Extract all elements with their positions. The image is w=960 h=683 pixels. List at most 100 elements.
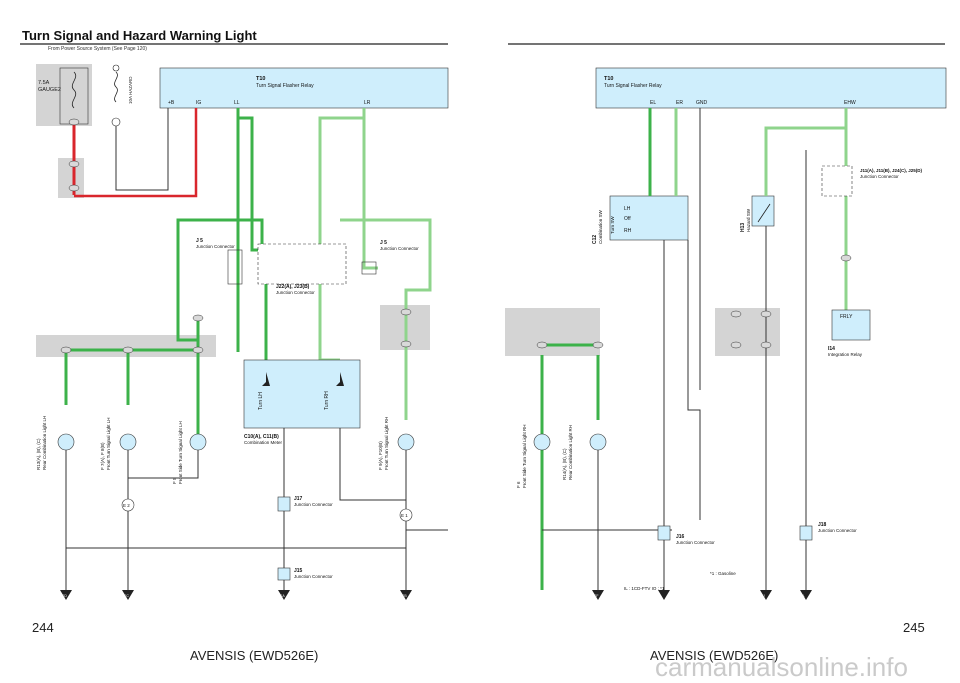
relay-right xyxy=(595,67,947,109)
fuse-name: GAUGE2 xyxy=(38,87,61,93)
relay-left xyxy=(159,67,449,109)
switch-h13-id: H13 xyxy=(740,223,746,232)
junction-j11-id: J11(A), J11(B), J24(C), J25(D) xyxy=(860,168,923,173)
page-number-right: 245 xyxy=(903,620,925,635)
switch-pos-lh: LH xyxy=(624,206,631,212)
relay-left-pin-ig: IG xyxy=(196,100,201,106)
lamp-f6-icon xyxy=(533,433,551,451)
footnote: *1 : Gasoline xyxy=(710,571,736,576)
page-title: Turn Signal and Hazard Warning Light xyxy=(22,28,257,43)
wire-white xyxy=(115,108,169,191)
junction-j5-name-right: Junction Connector xyxy=(380,246,419,251)
switch-c12-id: C12 xyxy=(592,235,598,244)
lamp-f5-id: F 5 xyxy=(172,477,177,484)
wire-lg-lr xyxy=(318,108,366,252)
ground-ef-label: EF xyxy=(594,594,598,598)
ground-node-e1 xyxy=(399,508,413,522)
junction-j16-name: Junction Connector xyxy=(676,540,715,545)
junction-j17-id: J17 xyxy=(294,496,303,502)
lamp-f5-icon xyxy=(189,433,207,451)
junction-j18 xyxy=(799,525,813,541)
ground-il-icon xyxy=(658,590,670,600)
wire-lg-rh-out xyxy=(340,218,432,420)
relay-right-id: T10 xyxy=(604,76,613,82)
ground-ea-label: EA xyxy=(280,594,285,598)
lamp-r14-icon xyxy=(589,433,607,451)
ground-ec-icon xyxy=(122,590,134,600)
switch-c12-name: Combination SW xyxy=(598,209,603,244)
relay-left-pin-lr: LR xyxy=(364,100,371,106)
junction-j5-right xyxy=(361,261,377,275)
combination-switch-c12 xyxy=(609,195,689,241)
lamp-f6-id: F 6 xyxy=(516,481,521,488)
relay-right-pin-er: ER xyxy=(676,100,683,106)
junction-j11 xyxy=(821,165,853,197)
model-label-left: AVENSIS (EWD526E) xyxy=(190,648,319,663)
ground-ij-label: IJ xyxy=(762,594,765,598)
wire-green-lh-out xyxy=(176,218,264,440)
shade-fuse xyxy=(36,64,92,126)
fuse-hazard-label: 10A HAZARD xyxy=(128,76,133,104)
combination-meter xyxy=(243,359,361,429)
footnote-ref: IL : 1CD-FTV IO : *1 xyxy=(624,586,665,591)
fuse-amps: 7.5A xyxy=(38,80,50,86)
shade-row-left xyxy=(36,335,216,357)
ground-il2-icon xyxy=(800,590,812,600)
relay-right-name: Turn Signal Flasher Relay xyxy=(604,83,662,89)
ground-node-e1-label: E 1 xyxy=(401,513,408,518)
source-note: From Power Source System (See Page 120) xyxy=(48,46,147,52)
relay-i14-name: Integration Relay xyxy=(828,352,863,357)
junction-j18-name: Junction Connector xyxy=(818,528,857,533)
junction-j15-id: J15 xyxy=(294,568,303,574)
lamp-f7-name: Front Turn Signal Light LH xyxy=(106,417,111,470)
lamp-f7-icon xyxy=(119,433,137,451)
lamp-r14-id: R14(A), (B), (C) xyxy=(562,448,567,480)
switch-pos-rh: RH xyxy=(624,228,632,234)
relay-i14-pin: FRLY xyxy=(840,314,853,320)
lamp-f9-name: Front Turn Signal Light RH xyxy=(384,417,389,470)
lamp-f9-icon xyxy=(397,433,415,451)
lamp-f6-name: Front Side Turn Signal Light RH xyxy=(522,424,527,488)
fuse-icon xyxy=(71,71,77,109)
watermark: carmanualsonline.info xyxy=(655,652,908,682)
ground-eb-icon xyxy=(400,590,412,600)
meter-rh-led-icon xyxy=(336,372,344,386)
relay-left-pin-b: +B xyxy=(168,100,175,106)
ground-node-e2 xyxy=(121,498,135,512)
lamp-f9-id: F 9(A), F10(B) xyxy=(378,441,383,470)
wire-red-ig xyxy=(74,108,198,198)
hazard-switch-icon xyxy=(757,203,771,223)
ground-ef-icon xyxy=(592,590,604,600)
relay-left-name: Turn Signal Flasher Relay xyxy=(256,83,314,89)
junction-j22-name: Junction Connector xyxy=(276,290,315,295)
junction-j22 xyxy=(257,243,347,285)
meter-id: C10(A), C11(B) xyxy=(244,434,279,440)
hazard-switch-h13 xyxy=(751,195,775,227)
relay-right-pin-gnd: GND xyxy=(696,100,708,106)
wire-green-ll xyxy=(236,108,262,252)
ground-node-e2-label: E 2 xyxy=(123,503,130,508)
lamp-f5-name: Front Side Turn Signal Light LH xyxy=(178,421,183,484)
switch-pos-off: Off xyxy=(624,216,631,222)
lamp-r13-id: R13(A), (B), (C) xyxy=(36,438,41,470)
lamp-f7-id: F 7(A), F 8(B) xyxy=(100,442,105,470)
ground-ij-icon xyxy=(760,590,772,600)
junction-j5-name-left: Junction Connector xyxy=(196,244,235,249)
junction-j11-name: Junction Connector xyxy=(860,174,899,179)
relay-left-id: T10 xyxy=(256,76,265,82)
ground-ed-label: ED xyxy=(62,594,67,598)
ground-ec-label: EC xyxy=(124,594,129,598)
junction-j5-id-left: J 5 xyxy=(196,238,203,244)
switch-h13-name: Hazard SW xyxy=(746,208,751,232)
junction-j5-id-right: J 5 xyxy=(380,240,387,246)
junction-j17 xyxy=(277,496,291,512)
ground-eb-label: EB xyxy=(402,594,407,598)
relay-right-pin-ehw: EHW xyxy=(844,100,856,106)
ground-il-label: IL xyxy=(802,594,805,598)
fuse-hazard-icon xyxy=(114,71,118,103)
wire-lg-meter-rh xyxy=(318,284,340,362)
connector-bubbles xyxy=(60,118,852,354)
model-label-right: AVENSIS (EWD526E) xyxy=(650,648,779,663)
meter-turn-rh: Turn RH xyxy=(324,391,330,410)
